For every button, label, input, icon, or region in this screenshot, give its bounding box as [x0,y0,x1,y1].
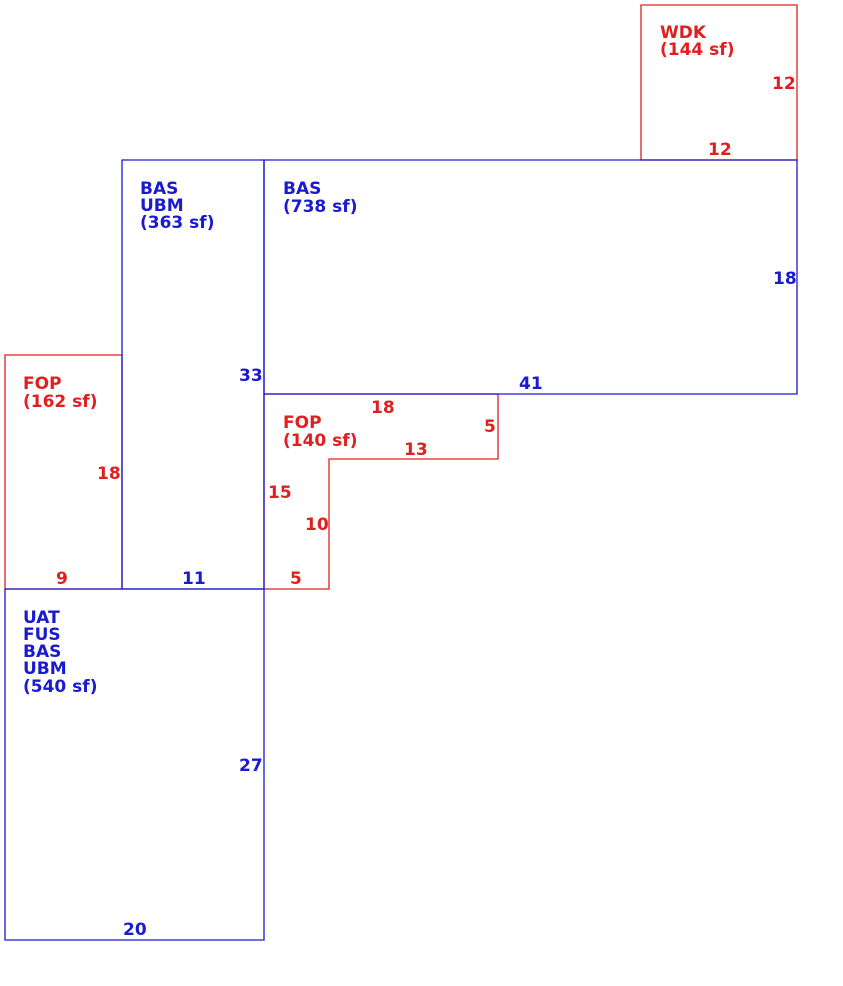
fop-mid-dim-top: 18 [371,398,395,418]
wdk-label: WDK (144 sf) [660,23,734,60]
fop-left-label-line: (162 sf) [23,392,97,412]
fop-mid-label-line: FOP [283,413,322,433]
fop-mid-dim-inner: 10 [305,515,329,535]
bas-ubm-label-line: UBM [140,196,184,216]
wdk-label-line: (144 sf) [660,40,734,60]
uat-dim-bottom: 20 [123,920,147,940]
fop-left-label-line: FOP [23,374,62,394]
fop-left-label: FOP (162 sf) [23,374,97,412]
uat-label-line: BAS [23,642,61,662]
fop-mid-label: FOP (140 sf) [283,413,357,451]
uat-label-line: UAT [23,608,60,628]
bas-ubm-label-line: (363 sf) [140,213,214,233]
fop-mid-label-line: (140 sf) [283,431,357,451]
uat-label-line: (540 sf) [23,677,97,697]
wdk-label-line: WDK [660,23,707,43]
fop-left-dim-bottom: 9 [56,569,68,589]
bas-top-dim-right: 18 [773,269,797,289]
wdk-dim-bottom: 12 [708,140,732,160]
bas-top-dim-bottom: 41 [519,374,543,394]
fop-mid-dim-right: 5 [484,417,496,437]
bas-top-label: BAS (738 sf) [283,179,357,217]
bas-top-label-line: (738 sf) [283,197,357,217]
uat-dim-right: 27 [239,756,263,776]
uat-label: UAT FUS BAS UBM (540 sf) [23,608,97,697]
bas-ubm-label-line: BAS [140,179,178,199]
fop-left-dim-right: 18 [97,464,121,484]
uat-label-line: UBM [23,659,67,679]
bas-ubm-dim-right: 33 [239,366,263,386]
fop-mid-dim-step: 13 [404,440,428,460]
bas-ubm-dim-bottom: 11 [182,569,206,589]
fop-mid-dim-bottom: 5 [290,569,302,589]
bas-ubm-label: BAS UBM (363 sf) [140,179,214,233]
fop-mid-dim-left: 15 [268,483,292,503]
wdk-dim-right: 12 [772,74,796,94]
uat-label-line: FUS [23,625,61,645]
uat-outline [4,588,265,941]
bas-top-outline [263,159,798,395]
bas-top-label-line: BAS [283,179,321,199]
